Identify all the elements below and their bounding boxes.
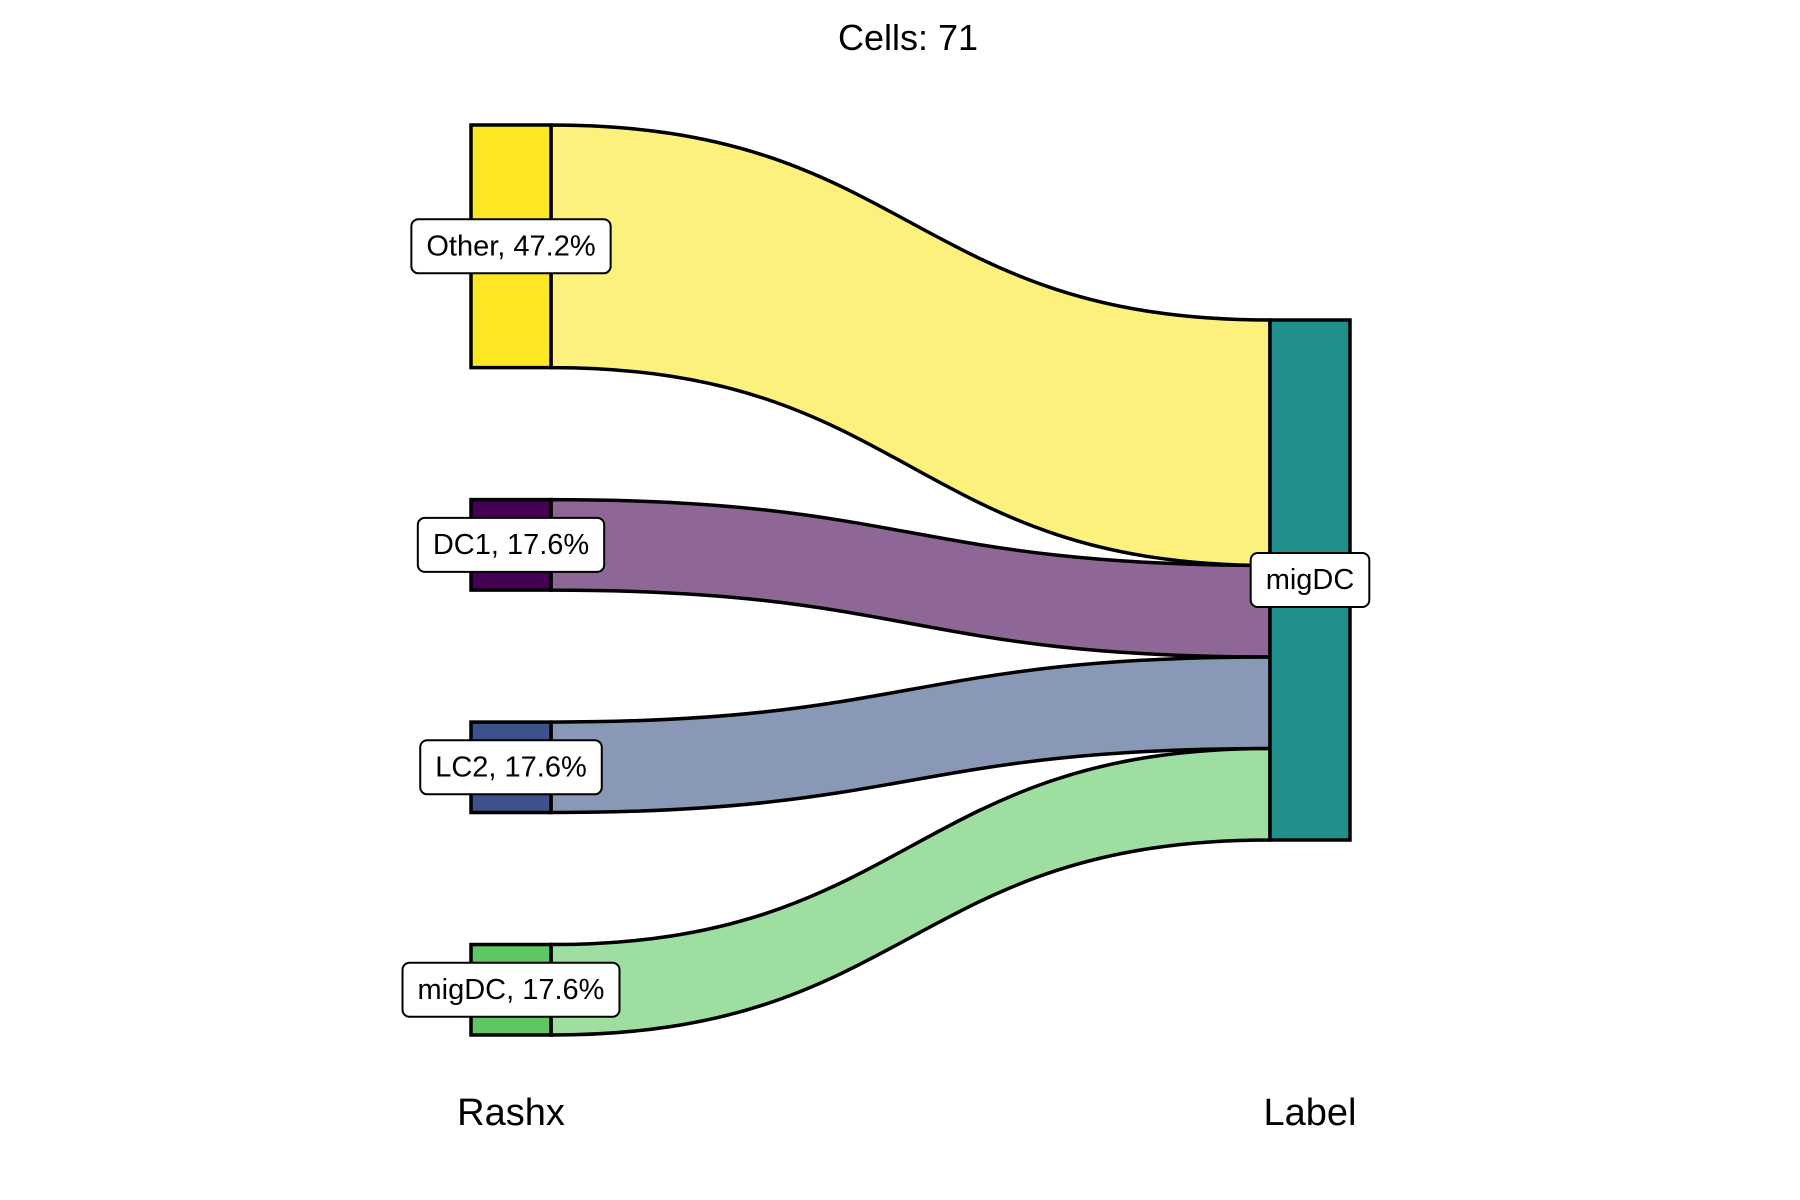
label-right-migdc-box (1249, 552, 1371, 608)
label-left-lc2-box (419, 739, 603, 796)
labels-layer: Other, 47.2% DC1, 17.6% LC2, 17.6% migDC, 1… (401, 218, 1371, 1018)
axis-label-right: Label (1264, 1092, 1357, 1134)
label-left-lc2: LC2, 17.6% (419, 739, 603, 796)
flows-layer (549, 123, 1272, 1037)
label-left-dc1: DC1, 17.6% (416, 516, 606, 573)
label-left-other-box (410, 218, 612, 275)
flow-other-to-migdc (549, 123, 1272, 568)
axis-label-left: Rashx (457, 1092, 565, 1134)
label-left-other: Other, 47.2% (410, 218, 612, 275)
label-left-migdc-box (401, 961, 621, 1018)
label-left-dc1-box (416, 516, 606, 573)
chart-title: Cells: 71 (838, 17, 978, 58)
label-left-lc2-text: LC2, 17.6% (435, 751, 587, 783)
label-right-migdc: migDC (1249, 552, 1371, 608)
label-left-dc1-text: DC1, 17.6% (433, 529, 589, 561)
label-right-migdc-text: migDC (1266, 564, 1355, 596)
label-left-migdc: migDC, 17.6% (401, 961, 621, 1018)
label-left-migdc-text: migDC, 17.6% (418, 974, 605, 1006)
label-left-other-text: Other, 47.2% (426, 230, 595, 262)
